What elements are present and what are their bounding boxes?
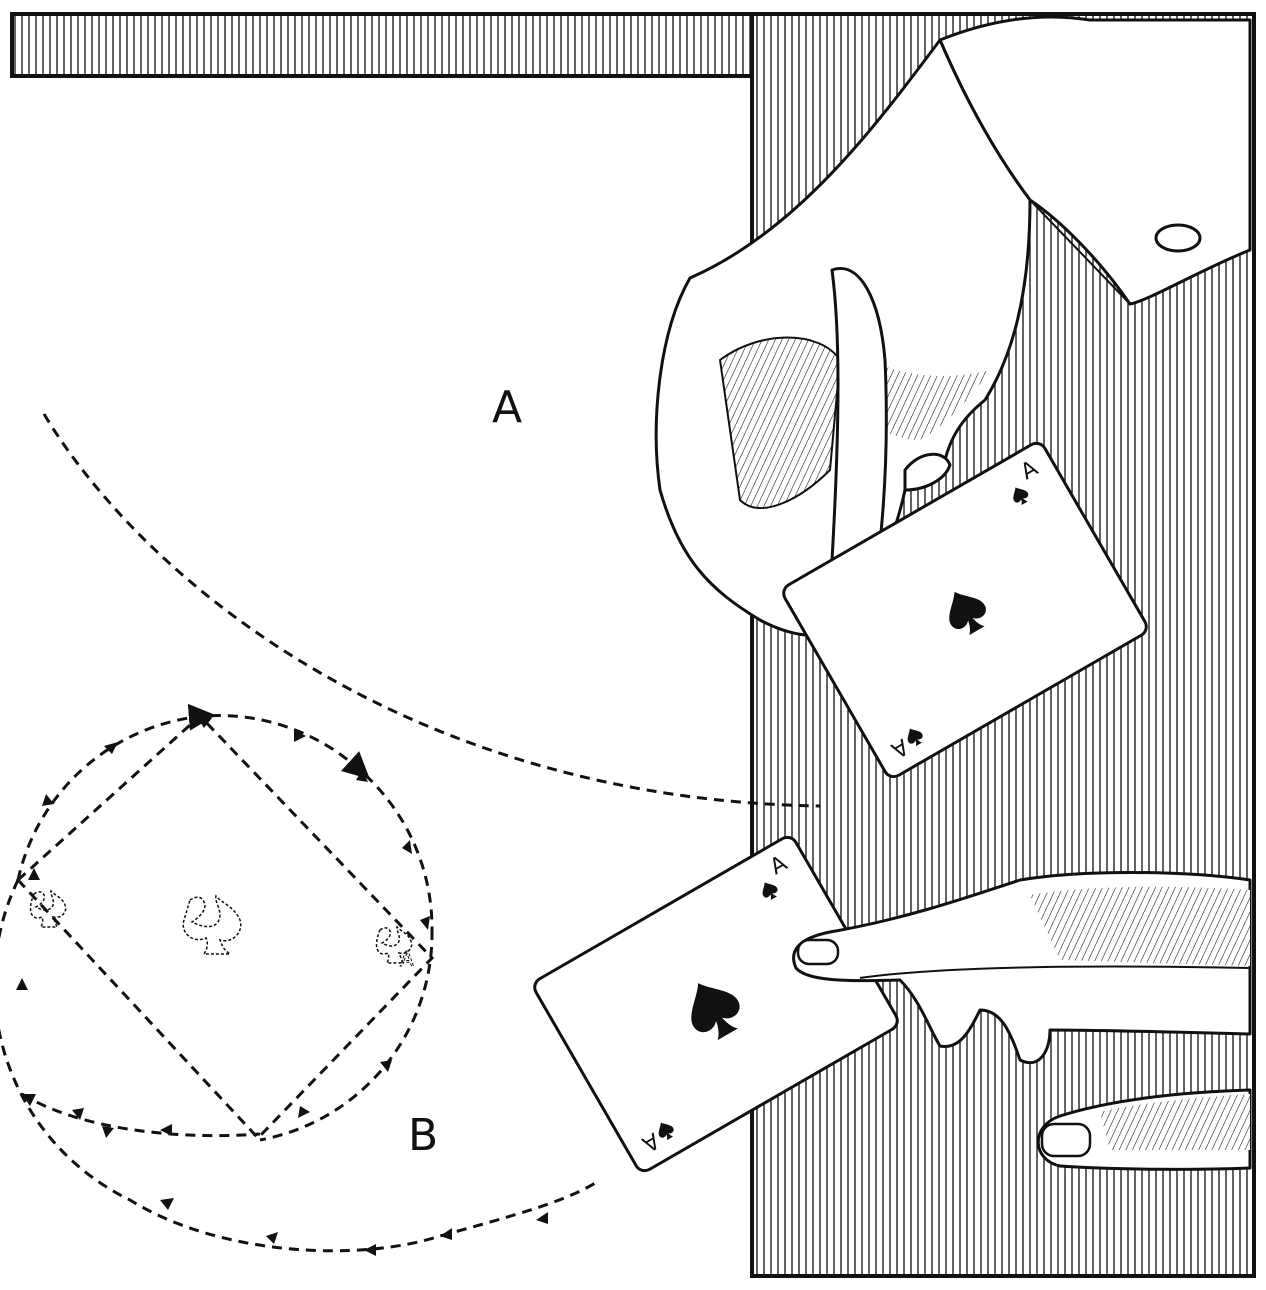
upper-hand <box>654 15 1252 637</box>
spade-icon <box>375 925 413 964</box>
spade-icon <box>29 889 67 928</box>
ghost-card: A <box>15 713 435 1141</box>
ghost-card-index: A <box>400 947 414 971</box>
path-arrow-icon <box>16 718 548 1256</box>
label-a: A <box>492 382 522 433</box>
label-b: B <box>408 1110 438 1161</box>
spade-icon <box>182 894 242 955</box>
throw-trajectory <box>42 413 821 808</box>
lower-hand <box>792 871 1252 1171</box>
rotation-path <box>0 703 601 1256</box>
upper-card: A A <box>782 441 1148 779</box>
